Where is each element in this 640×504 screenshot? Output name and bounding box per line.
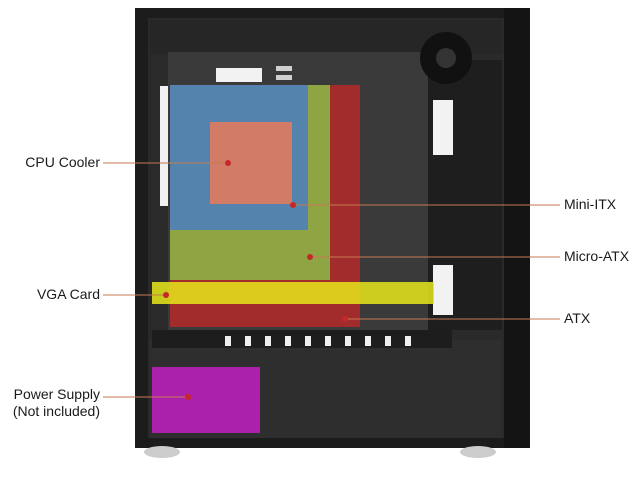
power-supply-note-label: (Not included)	[12, 403, 100, 419]
power-supply-label: Power Supply	[13, 386, 100, 402]
mini-itx-label: Mini-ITX	[564, 196, 617, 212]
vga-card-label: VGA Card	[36, 286, 100, 302]
micro-atx-label: Micro-ATX	[564, 248, 630, 264]
vga-card-zone	[152, 282, 434, 304]
power-supply-zone	[152, 367, 260, 433]
atx-label: ATX	[564, 310, 591, 326]
leader-lines	[103, 162, 560, 398]
anchor-dots	[163, 160, 348, 400]
cpu-cooler-label: CPU Cooler	[25, 154, 100, 170]
